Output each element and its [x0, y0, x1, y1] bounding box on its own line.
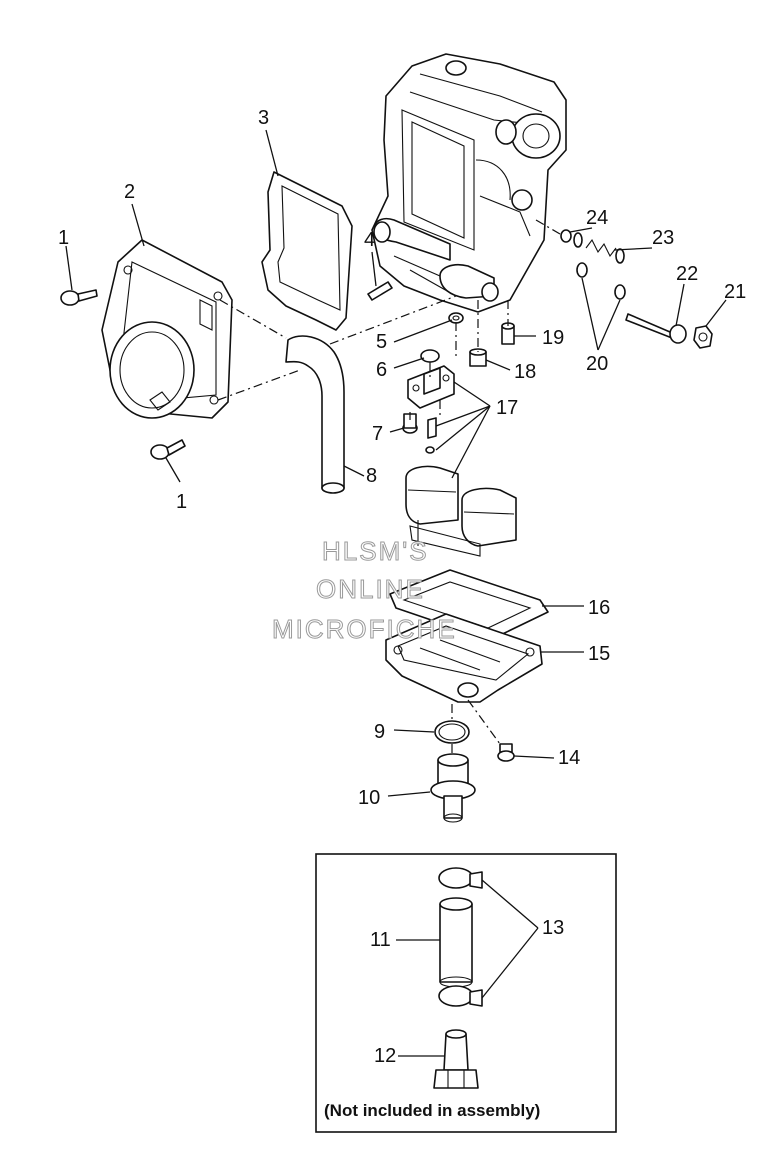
nut-21	[693, 325, 713, 349]
label-13: 13	[542, 917, 564, 939]
label-4: 4	[364, 229, 375, 251]
label-20: 20	[586, 353, 608, 375]
label-23: 23	[652, 227, 674, 249]
label-19: 19	[542, 327, 564, 349]
clamp-lower	[438, 985, 483, 1007]
inset-frame	[315, 853, 617, 1133]
pipe	[439, 897, 473, 988]
screw-upper	[60, 289, 98, 306]
label-7: 7	[372, 423, 383, 445]
vent-hose	[285, 335, 345, 494]
label-6: 6	[376, 359, 387, 381]
label-16: 16	[588, 597, 610, 619]
drain-fitting	[430, 753, 476, 823]
float-assembly	[405, 465, 517, 557]
alignment-lines	[217, 219, 561, 756]
leader-lines	[65, 129, 727, 797]
label-21: 21	[724, 281, 746, 303]
watermark-line-3: MICROFICHE	[272, 614, 457, 644]
float-bowl	[385, 613, 543, 703]
carburetor-body	[371, 53, 567, 313]
needle-valve	[427, 417, 437, 439]
screw-22	[625, 313, 687, 344]
o-ring-9	[434, 720, 470, 744]
label-15: 15	[588, 643, 610, 665]
intake-cover	[101, 239, 233, 419]
label-17: 17	[496, 397, 518, 419]
part-numbers: 1 1 2 3 4 5 6 7 8 9 10 11 12 13 14 15 16…	[58, 107, 746, 1067]
label-12: 12	[374, 1045, 396, 1067]
label-1-lower: 1	[176, 491, 187, 513]
o-ring-20	[576, 262, 626, 300]
label-24: 24	[586, 207, 608, 229]
label-5: 5	[376, 331, 387, 353]
fitting	[433, 1029, 479, 1089]
o-ring-6	[420, 349, 440, 363]
float-valve-seat	[407, 365, 455, 409]
label-1-upper: 1	[58, 227, 69, 249]
watermark-line-1: HLSM'S	[322, 536, 429, 566]
inset-note: (Not included in assembly)	[324, 1101, 540, 1120]
screw-14	[497, 743, 515, 762]
screw-lower	[150, 439, 186, 460]
label-14: 14	[558, 747, 580, 769]
clip	[425, 446, 435, 454]
label-9: 9	[374, 721, 385, 743]
label-11: 11	[370, 929, 391, 951]
washer-24	[560, 229, 572, 243]
watermark: HLSM'S ONLINE MICROFICHE	[272, 536, 457, 645]
watermark-line-2: ONLINE	[316, 574, 425, 604]
pin-4	[367, 281, 393, 301]
inset-box: (Not included in assembly)	[315, 853, 617, 1133]
spring-23	[573, 232, 625, 264]
label-8: 8	[366, 465, 377, 487]
clamp-upper	[438, 867, 483, 889]
label-2: 2	[124, 181, 135, 203]
label-18: 18	[514, 361, 536, 383]
screw-7	[402, 413, 418, 434]
cover-gasket	[261, 171, 353, 331]
jet-19	[501, 322, 515, 345]
jet-5	[448, 312, 464, 324]
label-10: 10	[358, 787, 380, 809]
label-22: 22	[676, 263, 698, 285]
label-3: 3	[258, 107, 269, 129]
